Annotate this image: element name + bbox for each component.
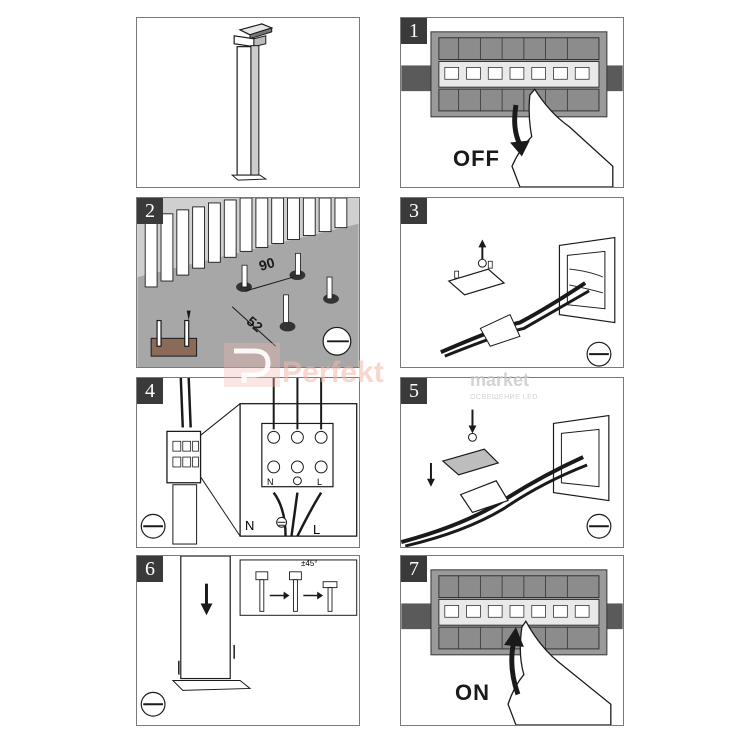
panel-step-4-wiring: 4 N L N L (136, 377, 360, 548)
ground-mounting-illustration (137, 198, 359, 367)
panel-step-3-open-junction-box: 3 (400, 197, 624, 368)
panel-step-5-close-junction-box: 5 (400, 377, 624, 548)
step-number: 6 (137, 556, 163, 582)
panel-step-1-switch-off: 1 OFF (400, 17, 624, 188)
panel-step-6-mount-pole: 6 ±45° (136, 555, 360, 726)
wiring-diagram-illustration (140, 378, 358, 545)
wire-l-label: L (313, 522, 321, 537)
step-number: 7 (401, 556, 427, 582)
junction-box-open-illustration (440, 236, 616, 367)
step-number: 5 (401, 378, 427, 404)
terminal-l-label: L (317, 477, 323, 487)
circuit-breaker-off-illustration (401, 31, 623, 187)
step-number: 3 (401, 198, 427, 224)
step-number: 1 (401, 18, 427, 44)
circuit-breaker-on-illustration (401, 569, 623, 725)
step-number: 2 (137, 198, 163, 224)
panel-product-overview (136, 17, 360, 188)
wire-n-label: N (245, 518, 255, 533)
panel-step-7-switch-on: 7 ON (400, 555, 624, 726)
bollard-lamp-illustration (230, 23, 274, 181)
off-label: OFF (453, 146, 500, 171)
rotation-angle-label: ±45° (301, 559, 318, 568)
panel-step-2-drill-holes: 2 90 52 (136, 197, 360, 368)
pole-mounting-illustration (140, 556, 358, 717)
junction-box-close-illustration (401, 409, 612, 547)
terminal-n-label: N (267, 477, 274, 487)
step-number: 4 (137, 378, 163, 404)
on-label: ON (455, 680, 490, 705)
